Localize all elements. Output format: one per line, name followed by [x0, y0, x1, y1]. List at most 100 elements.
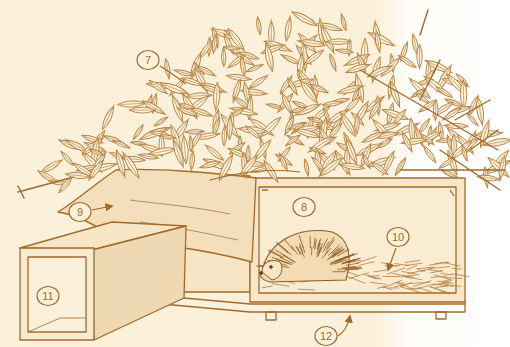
leaf-blade — [59, 150, 75, 167]
leaf-vein — [435, 102, 436, 122]
hedgehog-nose — [259, 271, 262, 274]
glass-panel — [259, 187, 456, 293]
leaf-vein — [257, 16, 259, 34]
leaf-vein — [248, 64, 264, 71]
leaf-vein — [229, 76, 253, 80]
leaf-vein — [190, 135, 191, 151]
leaf-vein — [129, 142, 145, 144]
leaf-vein — [468, 115, 479, 127]
leaf-vein — [403, 134, 413, 153]
leaf — [290, 9, 321, 30]
leaf — [153, 115, 170, 128]
hedgehog-spine — [268, 250, 282, 257]
leaf-vein — [383, 56, 401, 74]
leaf-blade — [260, 42, 285, 55]
leaf-vein — [395, 159, 405, 176]
leaf-blade — [370, 160, 390, 176]
leaf-blade — [171, 139, 186, 167]
leaf-vein — [60, 150, 72, 164]
leaf-pile — [36, 9, 510, 195]
callout-number: 7 — [137, 49, 159, 71]
leaf — [119, 149, 142, 180]
twig-end — [18, 186, 24, 198]
leaf-blade — [345, 62, 371, 76]
leaf-blade — [436, 85, 454, 99]
leaf — [460, 144, 469, 163]
leaf-vein — [271, 19, 272, 44]
straw-strand — [444, 263, 460, 266]
leaf — [305, 134, 334, 156]
twig — [18, 178, 70, 192]
hedgehog-spine — [333, 271, 346, 272]
leaf-blade — [290, 9, 319, 29]
leaf — [337, 83, 366, 96]
leader-arrow — [338, 316, 350, 336]
straw-strand — [388, 287, 398, 288]
leaf-vein — [291, 107, 307, 112]
straw-strand — [401, 287, 422, 293]
hedgehog-spine — [302, 245, 305, 253]
leaf-vein — [265, 162, 279, 183]
leaf-vein — [232, 107, 246, 116]
leaf-vein — [247, 127, 263, 140]
leaf-vein — [60, 176, 73, 192]
hedgehog-spine — [330, 260, 342, 265]
leaf — [367, 97, 383, 120]
leaf-blade — [174, 68, 195, 78]
hedgehog-spine — [318, 248, 322, 257]
leaf — [188, 135, 193, 153]
leaf — [347, 39, 351, 57]
leaf-vein — [305, 160, 308, 177]
straw-strand — [397, 283, 415, 290]
leaf-vein — [371, 34, 396, 47]
leaf — [417, 44, 423, 70]
leaf-vein — [377, 33, 380, 54]
straw-strand — [442, 279, 451, 281]
leaf — [190, 106, 215, 119]
leaf — [212, 82, 220, 113]
twig — [210, 170, 300, 180]
leaf — [369, 159, 390, 176]
leaf-blade — [153, 116, 169, 128]
straw-strand — [387, 268, 405, 274]
leaf-vein — [311, 156, 323, 170]
leaf-blade — [303, 158, 310, 176]
leaf — [86, 157, 106, 182]
leaf — [111, 138, 131, 150]
callout-number: 9 — [69, 201, 91, 223]
leaf-blade — [460, 144, 469, 161]
straw-strand — [430, 286, 450, 294]
hedgehog-spine — [281, 246, 291, 255]
leaf-vein — [198, 162, 218, 168]
leaf-vein — [330, 122, 343, 137]
straw-strand — [298, 289, 315, 291]
leaf — [328, 53, 338, 73]
straw-strand — [435, 286, 448, 287]
leaf — [393, 156, 408, 177]
leaf — [222, 124, 227, 146]
box-front-frame — [250, 178, 465, 302]
leaf — [296, 76, 320, 105]
leaf-vein — [213, 36, 215, 55]
leaf-vein — [364, 131, 385, 141]
leaf — [322, 100, 345, 108]
leaf — [434, 85, 453, 100]
leader-line — [160, 66, 186, 84]
leaf-blade — [120, 151, 142, 180]
leaf — [187, 129, 204, 151]
leaf — [400, 131, 415, 154]
leaf — [198, 160, 222, 171]
leaf — [255, 15, 262, 35]
leaf-blade — [190, 106, 213, 118]
panel-screw — [262, 190, 454, 196]
leaf-vein — [356, 116, 358, 136]
straw-strand — [437, 281, 453, 283]
straw-strand — [405, 263, 423, 265]
straw-strand — [383, 276, 401, 277]
leaf-blade — [393, 156, 407, 176]
straw-strand — [359, 262, 375, 266]
leaf — [337, 161, 365, 171]
leaf — [366, 63, 394, 80]
leaf — [227, 114, 233, 140]
callout-number: 10 — [387, 226, 409, 248]
